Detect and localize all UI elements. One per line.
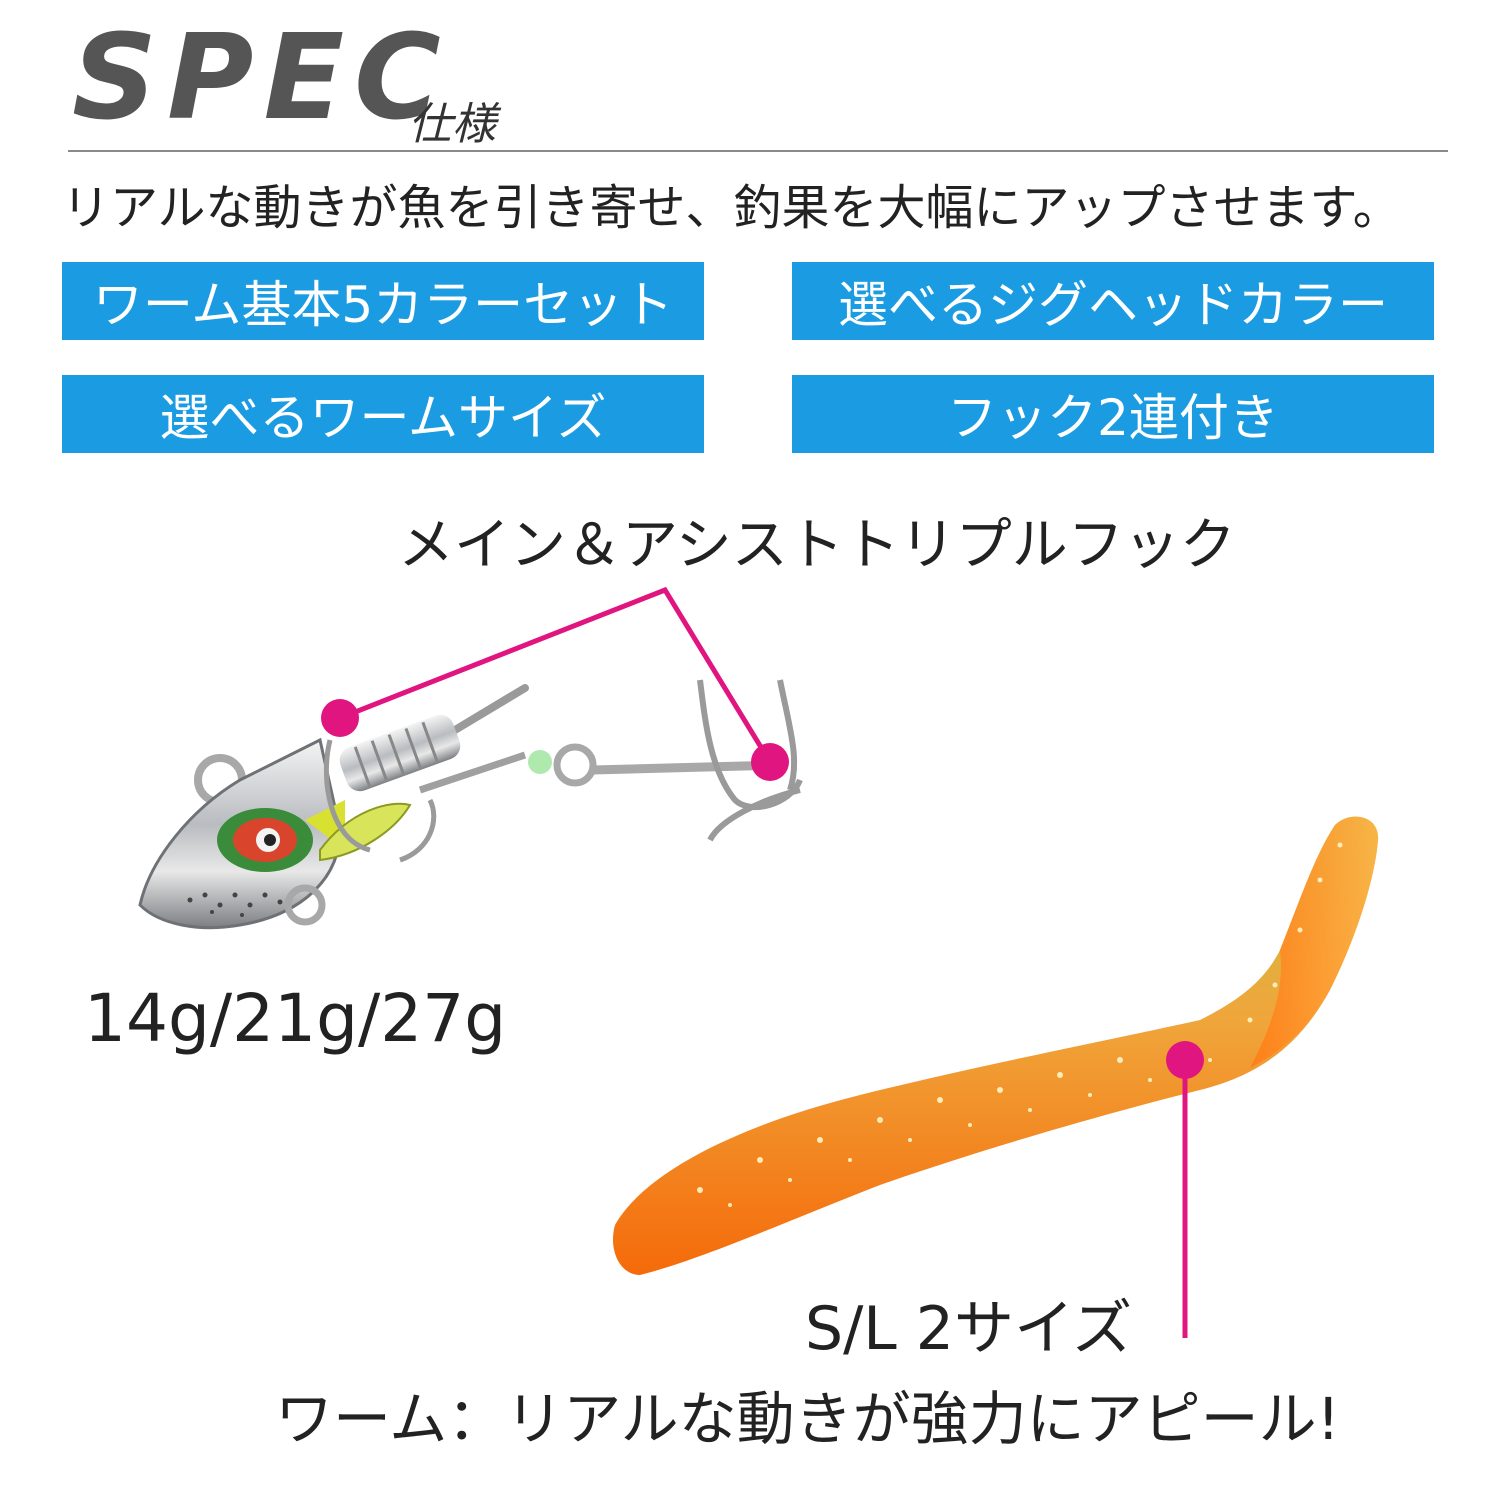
badge-worm-colors: ワーム基本5カラーセット <box>62 262 704 340</box>
hook-callout: メイン＆アシストトリプルフック <box>398 513 1236 578</box>
callout-lines <box>339 586 1188 1338</box>
spec-subtitle: 仕様 <box>408 99 496 150</box>
spec-title: SPEC <box>72 8 451 146</box>
callout-dots <box>321 699 1204 1079</box>
title-divider <box>68 150 1448 152</box>
jighead-lure-icon <box>138 679 803 930</box>
worm-caption: ワーム：リアルな動きが強力にアピール! <box>275 1385 1340 1453</box>
badge-worm-sizes: 選べるワームサイズ <box>62 375 704 453</box>
worm-lure-icon <box>612 816 1379 1275</box>
tagline: リアルな動きが魚を引き寄せ、釣果を大幅にアップさせます。 <box>62 180 1401 236</box>
badge-double-hooks: フック2連付き <box>792 375 1434 453</box>
sizes-label: S/L 2サイズ <box>805 1294 1133 1364</box>
badge-jighead-colors: 選べるジグヘッドカラー <box>792 262 1434 340</box>
weights-label: 14g/21g/27g <box>84 980 507 1057</box>
